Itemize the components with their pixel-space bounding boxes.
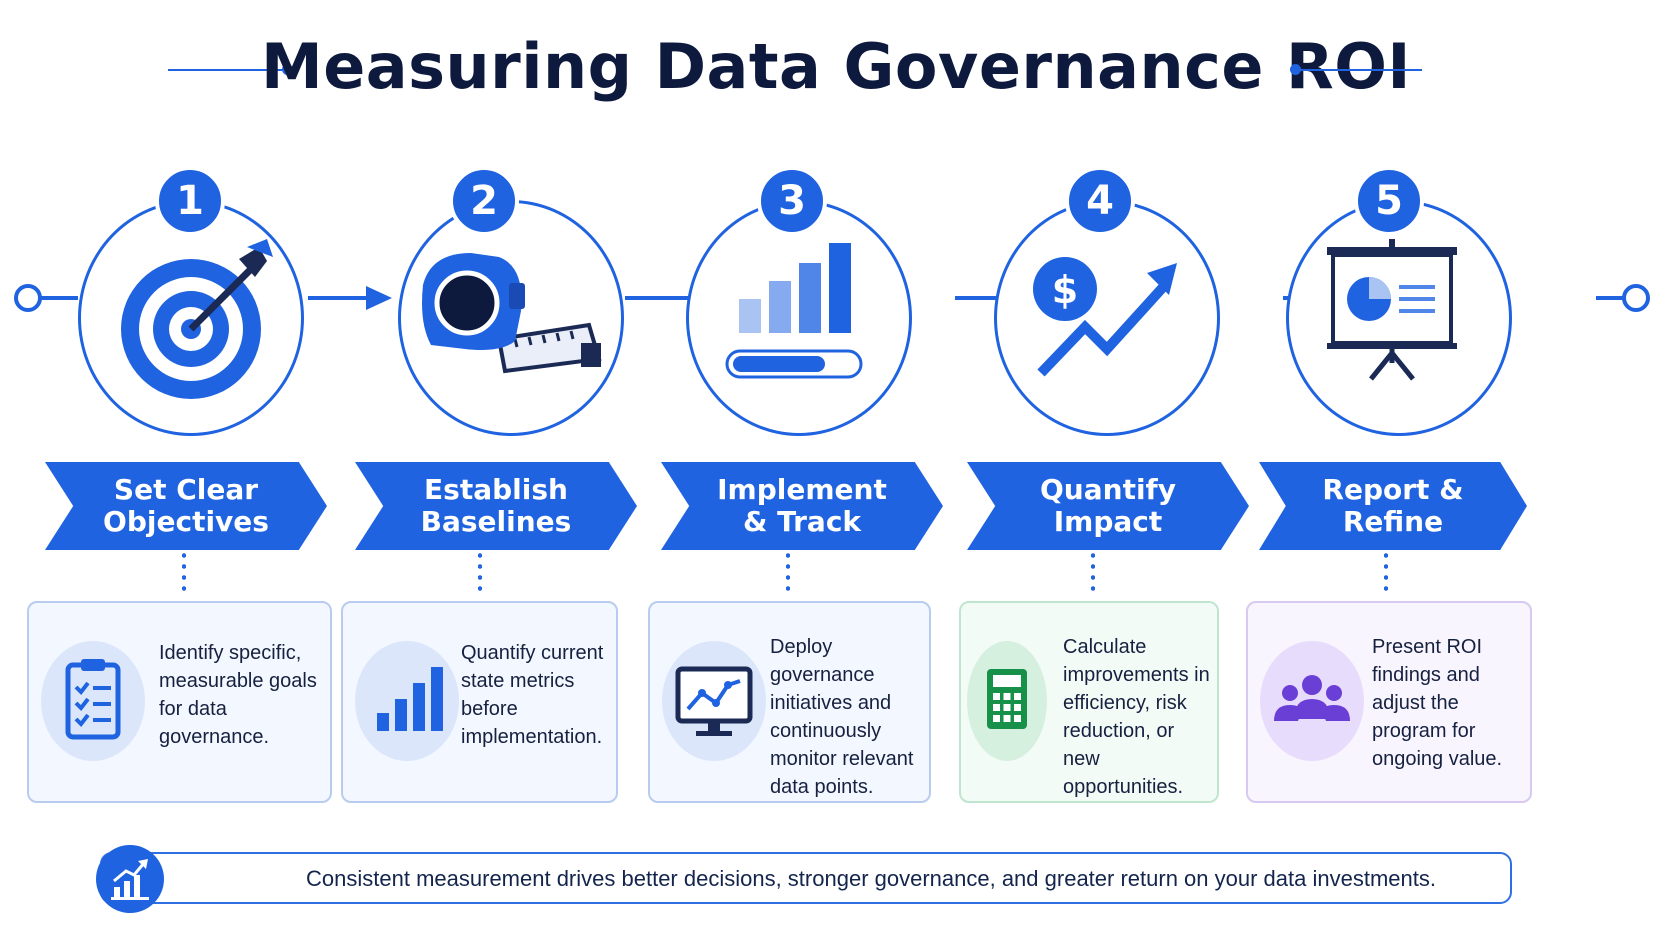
svg-text:$: $	[1052, 268, 1078, 312]
growth-chart-icon	[96, 845, 164, 913]
step-3-dots	[786, 550, 790, 594]
step-3-number: 3	[757, 166, 827, 236]
step-5-card-icon-bg	[1260, 641, 1364, 761]
step-3-card-icon-bg	[662, 641, 766, 761]
step-2-dots	[478, 550, 482, 594]
bar-chart-icon	[377, 667, 443, 731]
step-5-card: Present ROI findings and adjust the prog…	[1246, 601, 1532, 803]
step-1-label: Set Clear Objectives	[103, 473, 269, 538]
step-4-dots	[1091, 550, 1095, 594]
step-2-banner: Establish Baselines	[355, 462, 637, 550]
title-area: Measuring Data Governance ROI	[0, 22, 1672, 112]
tape-measure-icon	[422, 253, 602, 374]
step-1-card-icon-bg	[41, 641, 145, 761]
step-3-banner: Implement & Track	[661, 462, 943, 550]
title-right-dot	[1290, 64, 1301, 75]
presentation-board-icon	[1327, 239, 1457, 381]
team-icon	[1274, 675, 1350, 721]
step-2-description: Quantify current state metrics before im…	[461, 642, 604, 748]
step-1-number: 1	[155, 166, 225, 236]
step-2-card-icon-bg	[355, 641, 459, 761]
title-left-line	[168, 69, 288, 71]
step-2-card: Quantify current state metrics before im…	[341, 601, 618, 803]
step-2-number: 2	[449, 166, 519, 236]
step-4-label: Quantify Impact	[1040, 473, 1176, 538]
step-4-number: 4	[1065, 166, 1135, 236]
step-1-dots	[182, 550, 186, 594]
step-1-description: Identify specific, measurable goals for …	[159, 642, 317, 748]
step-4-description: Calculate improvements in efficiency, ri…	[1063, 636, 1210, 798]
monitor-chart-icon	[675, 666, 753, 736]
step-5-description: Present ROI findings and adjust the prog…	[1372, 636, 1503, 770]
title-right-line	[1296, 69, 1422, 71]
page-title: Measuring Data Governance ROI	[261, 30, 1411, 103]
target-arrow-icon	[121, 239, 273, 399]
step-5-number: 5	[1354, 166, 1424, 236]
step-3-circle	[686, 200, 912, 436]
step-3-label: Implement & Track	[717, 473, 887, 538]
step-1-card: Identify specific, measurable goals for …	[27, 601, 332, 803]
step-2-circle	[398, 200, 624, 436]
step-5-circle	[1286, 200, 1512, 436]
step-4-card-icon-bg	[967, 641, 1047, 761]
step-1-banner: Set Clear Objectives	[45, 462, 327, 550]
progress-bars-icon	[725, 243, 863, 379]
step-3-card: Deploy governance initiatives and contin…	[648, 601, 931, 803]
arrow-1-2	[308, 286, 392, 310]
dollar-growth-icon: $	[1033, 257, 1177, 377]
step-5-banner: Report & Refine	[1259, 462, 1527, 550]
step-4-banner: Quantify Impact	[967, 462, 1249, 550]
calculator-icon	[987, 669, 1027, 729]
title-left-dot	[282, 64, 293, 75]
footer-text: Consistent measurement drives better dec…	[306, 866, 1436, 891]
step-1-circle	[78, 200, 304, 436]
step-5-label: Report & Refine	[1322, 473, 1464, 538]
footer-banner: Consistent measurement drives better dec…	[100, 852, 1512, 904]
step-2-label: Establish Baselines	[420, 473, 572, 538]
step-4-card: Calculate improvements in efficiency, ri…	[959, 601, 1219, 803]
step-5-dots	[1384, 550, 1388, 594]
step-3-description: Deploy governance initiatives and contin…	[770, 636, 914, 798]
checklist-icon	[65, 659, 121, 740]
step-4-circle: $	[994, 200, 1220, 436]
